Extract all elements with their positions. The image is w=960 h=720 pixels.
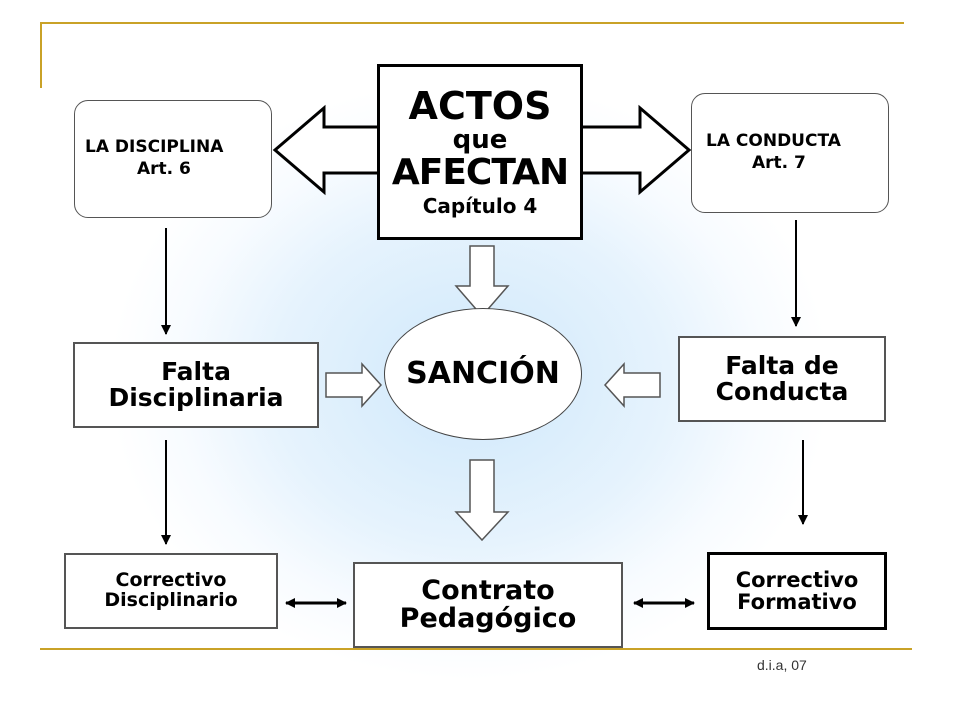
la-conducta-box: LA CONDUCTA Art. 7 (691, 93, 889, 213)
conducta-article: Art. 7 (752, 153, 806, 173)
top-accent-line (40, 22, 904, 24)
falta-de-conducta-box: Falta de Conducta (678, 336, 886, 422)
hollow-arrow-down-to-contrato (454, 459, 510, 542)
sancion-label: SANCIÓN (406, 356, 560, 392)
falta-disciplinaria-line2: Disciplinaria (108, 383, 284, 412)
correctivo-disciplinario-line1: Correctivo (115, 569, 227, 592)
left-accent-line (40, 22, 42, 88)
contrato-pedagogico-box: Contrato Pedagógico (353, 562, 623, 648)
conducta-label: LA CONDUCTA (706, 131, 841, 152)
actos-que-afectan-box: ACTOS que AFECTAN Capítulo 4 (377, 64, 583, 240)
falta-disciplinaria-box: Falta Disciplinaria (73, 342, 319, 428)
correctivo-formativo-box: Correctivo Formativo (707, 552, 887, 630)
disciplina-article: Art. 6 (137, 159, 191, 179)
hollow-arrow-down-to-sancion (454, 245, 510, 318)
title-actos: ACTOS (408, 84, 552, 128)
la-disciplina-box: LA DISCIPLINA Art. 6 (74, 100, 272, 218)
correctivo-formativo-line2: Formativo (737, 590, 857, 614)
title-capitulo: Capítulo 4 (422, 193, 538, 218)
bottom-accent-line (40, 648, 912, 650)
hollow-arrow-right-to-sancion (325, 362, 383, 408)
title-afectan: AFECTAN (391, 152, 569, 194)
title-que: que (452, 124, 508, 155)
footer-note: d.i.a, 07 (757, 657, 807, 673)
falta-disciplinaria-line1: Falta (161, 356, 231, 386)
falta-conducta-line2: Conducta (715, 377, 849, 406)
correctivo-disciplinario-line2: Disciplinario (104, 589, 238, 611)
contrato-line2: Pedagógico (399, 603, 577, 634)
hollow-arrow-left-to-sancion (603, 362, 661, 408)
contrato-line1: Contrato (421, 574, 555, 606)
correctivo-formativo-line1: Correctivo (735, 567, 859, 592)
disciplina-label: LA DISCIPLINA (85, 137, 224, 158)
falta-conducta-line1: Falta de (725, 350, 839, 380)
sancion-oval: SANCIÓN (384, 308, 582, 440)
correctivo-disciplinario-box: Correctivo Disciplinario (64, 553, 278, 629)
